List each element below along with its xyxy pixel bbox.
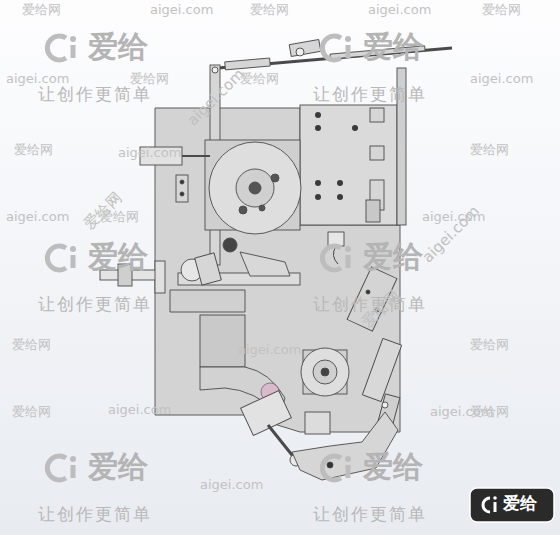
assembly [100,39,452,480]
watermark-text: aigei.com [108,403,171,416]
watermark-text: aigei.com [6,210,69,223]
watermark-slogan: 让创作更简单 [38,506,152,523]
watermark-logo-text: 爱给 [363,32,423,62]
watermark-text: aigei.com [200,478,263,491]
mount-block [300,105,397,225]
watermark-logo-text: 爱给 [363,452,423,482]
watermark-diagonal: aigei.com [185,66,247,128]
watermark-slogan: 让创作更简单 [313,506,427,523]
watermark-text: 爱给网 [470,143,509,156]
watermark-text: 爱给网 [470,405,509,418]
watermark-text: 爱给网 [12,338,51,351]
watermark-slogan: 让创作更简单 [38,86,152,103]
watermark-slogan: 让创作更简单 [313,86,427,103]
watermark-text: 爱给网 [250,3,289,16]
watermark-text: 爱给网 [14,143,53,156]
watermark-text: 爱给网 [130,72,169,85]
watermark-text: aigei.com [238,343,301,356]
watermark-logo-text: 爱给 [88,32,148,62]
badge [470,488,554,522]
watermark-text: 爱给网 [22,3,61,16]
watermark-text: aigei.com [118,146,181,159]
watermark-text: 爱给网 [482,3,521,16]
watermark-text: aigei.com [368,3,431,16]
watermark-logo-text: 爱给 [88,242,148,272]
watermark-text: aigei.com [470,72,533,85]
watermark-text: 爱给网 [240,72,279,85]
watermark-logo-text: 爱给 [363,242,423,272]
badge-text: 爱给 [503,495,537,512]
watermark-text: aigei.com [6,72,69,85]
watermark-text: 爱给网 [470,338,509,351]
watermark-text: 爱给网 [12,405,51,418]
watermark-text: aigei.com [150,3,213,16]
watermark-logo-text: 爱给 [88,452,148,482]
watermark-slogan: 让创作更简单 [38,296,152,313]
